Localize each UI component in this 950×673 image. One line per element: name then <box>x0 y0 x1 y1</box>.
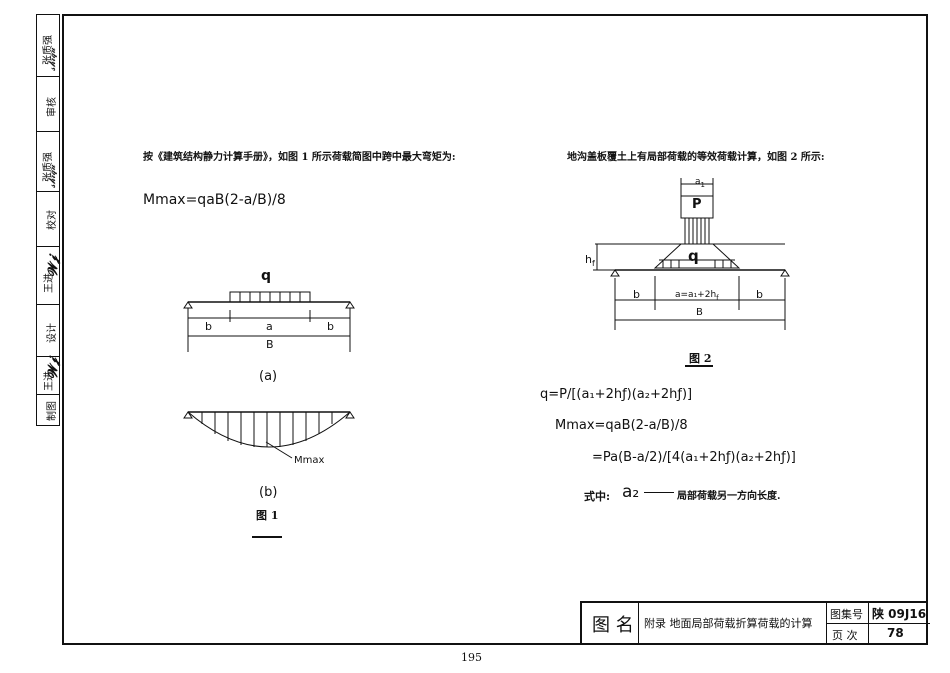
figure-1b-caption: (b) <box>259 485 278 500</box>
role-label: 审核 <box>47 97 58 117</box>
signature-cell: 张质强 𝓼𝓱𝓲𝓺𝓾 <box>37 15 59 77</box>
role-label: 制图 <box>47 401 58 421</box>
divider <box>826 603 827 645</box>
divider <box>638 603 639 645</box>
signature-cell: 王进 𝓦𝓳 <box>37 357 61 395</box>
signature-cell: 审核 <box>37 77 59 132</box>
dim-label-b-left: b <box>205 320 212 333</box>
note-text: 局部荷载另一方向长度. <box>677 491 781 502</box>
atlas-label: 图集号 <box>830 608 863 621</box>
dim-label-b-right-2: b <box>756 288 763 301</box>
dim-label-b-left-2: b <box>633 288 640 301</box>
page-label: 页 次 <box>832 629 858 642</box>
dim-label-mid-text: a=a₁+2h <box>675 290 717 300</box>
span-label-B: B <box>266 338 274 351</box>
title-block: 图 名 附录 地面局部荷载折算荷载的计算 图集号 陕 09J16 页 次 78 <box>580 601 930 645</box>
left-support <box>183 301 193 309</box>
divider <box>826 623 930 624</box>
load-label-q: q <box>261 268 272 284</box>
left-formula: Mmax=qaB(2-a/B)/8 <box>143 192 286 208</box>
left-intro-text: 按《建筑结构静力计算手册》，如图 1 所示荷载简图中跨中最大弯矩为: <box>143 152 456 163</box>
dim-label-b-right: b <box>327 320 334 333</box>
signature-cell: 王进 𝓦𝓳 <box>37 247 61 305</box>
drawing-title: 附录 地面局部荷载折算荷载的计算 <box>644 617 813 630</box>
formula-q: q=P/[(a₁+2hƒ)(a₂+2hƒ)] <box>540 387 693 402</box>
dim-label-a1: a1 <box>695 177 705 189</box>
load-spread <box>653 243 741 269</box>
signature-cell: 张质强 𝓼𝓱𝓲𝓺𝓾 <box>37 132 59 192</box>
figure-2-diagram <box>593 178 790 367</box>
right-support <box>345 301 355 309</box>
formula-mmax: Mmax=qaB(2-a/B)/8 <box>555 418 688 433</box>
depth-label-hf: hf <box>585 253 595 268</box>
depth-label-h: h <box>585 253 592 266</box>
signature-cell: 设计 <box>37 305 59 357</box>
dim-label-mid-sub: f <box>716 293 719 302</box>
point-load-label: P <box>692 197 702 212</box>
signature-cell: 校对 <box>37 192 59 247</box>
load-label-q2: q <box>688 247 699 265</box>
right-intro-text: 地沟盖板覆土上有局部荷载的等效荷载计算，如图 2 所示: <box>567 152 825 163</box>
signature-column: 张质强 𝓼𝓱𝓲𝓺𝓾 审核 张质强 𝓼𝓱𝓲𝓺𝓾 校对 王进 𝓦𝓳 设计 王进 𝓦𝓳… <box>36 14 61 426</box>
drawing-frame <box>62 14 928 645</box>
note-prefix: 式中: <box>584 490 611 503</box>
formula-mmax-expanded: =Pa(B-a/2)/[4(a₁+2hƒ)(a₂+2hƒ)] <box>592 450 796 465</box>
figure-1-caption: 图 1 <box>256 509 279 522</box>
note-symbol: a₂ <box>622 482 640 502</box>
role-label: 设计 <box>47 323 58 343</box>
atlas-value: 陕 09J16 <box>872 607 927 621</box>
figure-1-diagram <box>183 291 355 538</box>
signature-cell: 制图 <box>37 395 59 425</box>
handwritten-signature: 𝓦𝓳 <box>46 255 61 277</box>
moment-label: Mmax <box>294 455 325 466</box>
dim-label-a: a <box>266 320 273 333</box>
figure-2-caption: 图 2 <box>689 352 712 365</box>
page-number: 195 <box>461 651 482 664</box>
divider <box>868 603 869 645</box>
handwritten-signature: 𝓼𝓱𝓲𝓺𝓾 <box>48 164 58 188</box>
dim-label-mid: a=a₁+2hf <box>675 290 719 302</box>
figure-1a-caption: (a) <box>259 369 278 384</box>
title-name-label: 图 名 <box>592 615 634 636</box>
moment-curve <box>187 411 351 448</box>
dim-label-a1-text: a <box>695 177 701 187</box>
dim-label-a1-sub: 1 <box>700 180 705 189</box>
page-value: 78 <box>887 626 904 640</box>
note-dash <box>644 492 674 493</box>
role-label: 校对 <box>47 210 58 230</box>
handwritten-signature: 𝓼𝓱𝓲𝓺𝓾 <box>48 47 58 71</box>
depth-label-sub: f <box>591 259 595 269</box>
handwritten-signature: 𝓦𝓳 <box>46 357 61 379</box>
span-label-B-2: B <box>696 307 703 318</box>
